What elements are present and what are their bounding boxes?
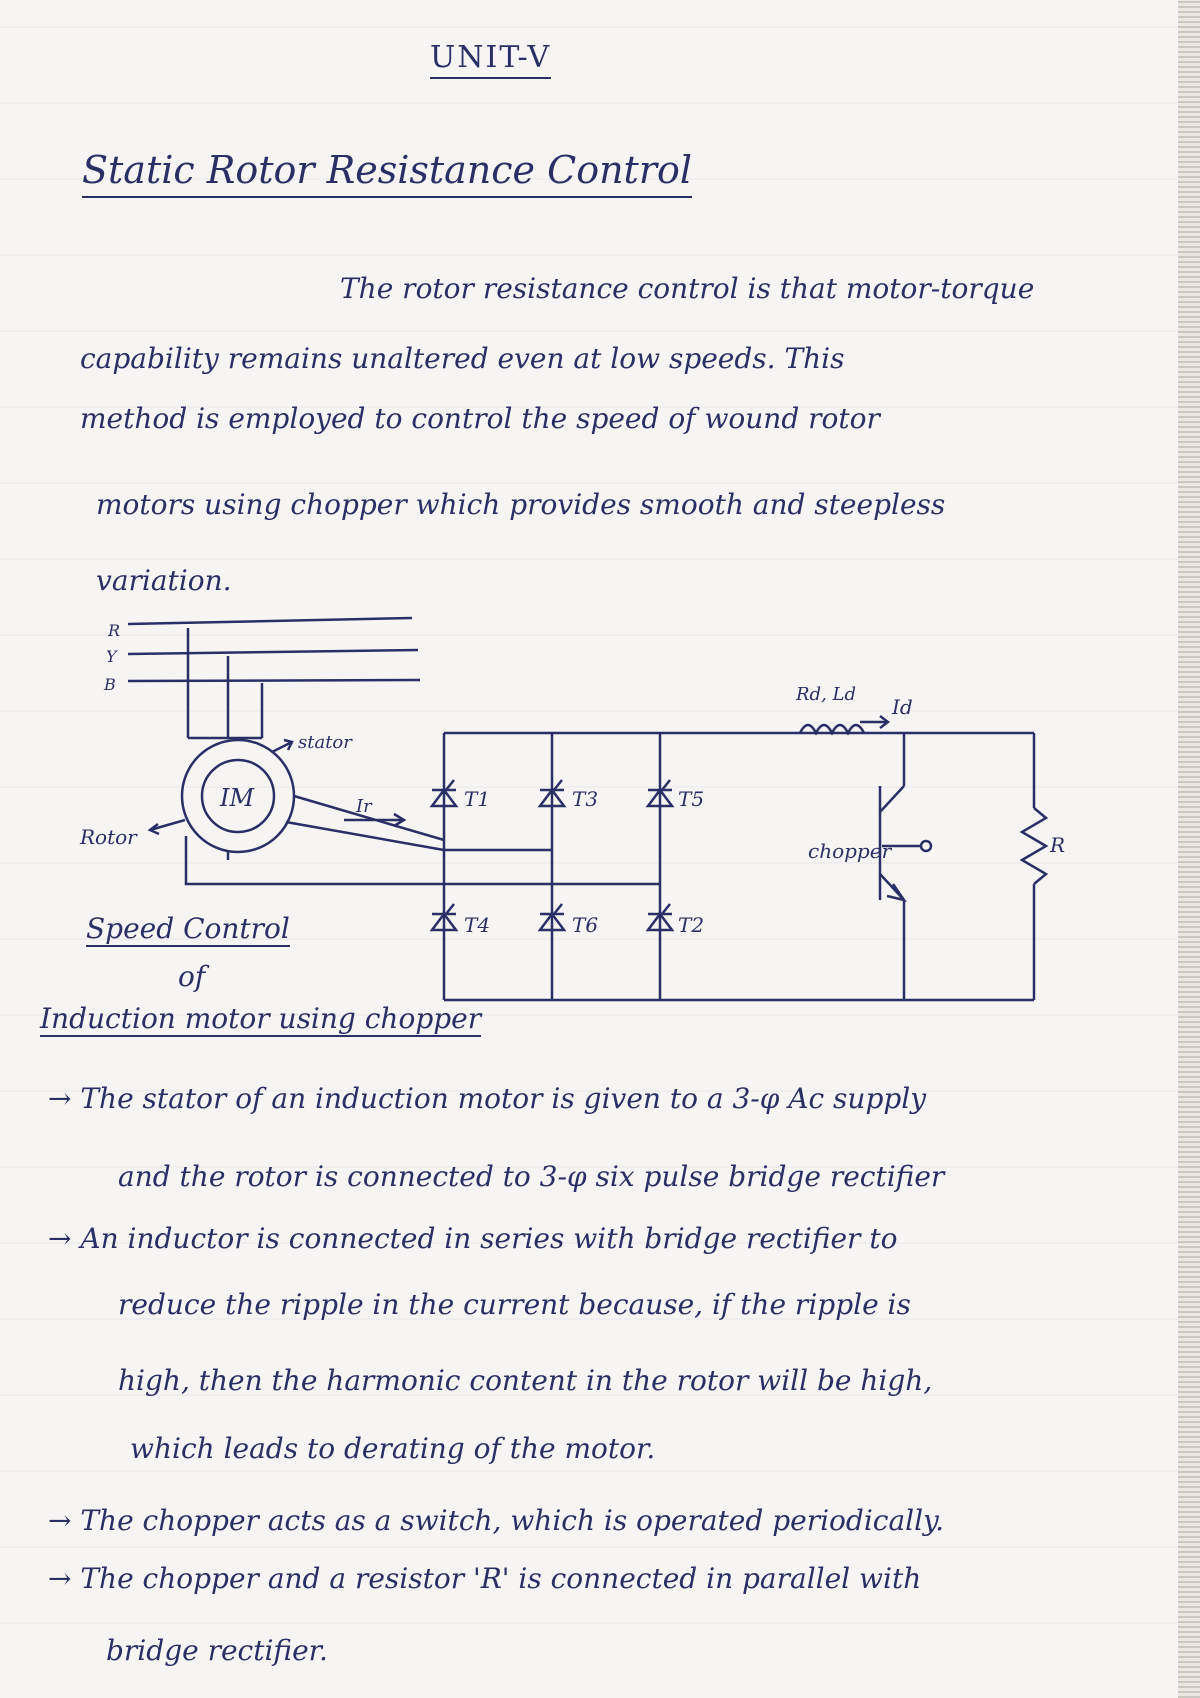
thyristor-label-t4: T4 (464, 913, 490, 937)
circuit-diagram: R Y B stator IM Rotor Ir Rd, Ld Id T1 T3… (79, 616, 1065, 1002)
rotor-current-label: Ir (355, 796, 373, 817)
diagram-caption-line-1: Speed Control (86, 912, 290, 947)
inductor-coil (798, 723, 866, 736)
dc-link-label: Rd, Ld (795, 684, 856, 705)
resistor-label: R (1049, 833, 1065, 857)
point-line-8: → The chopper and a resistor 'R' is conn… (48, 1562, 922, 1595)
point-line-9: bridge rectifier. (106, 1634, 328, 1667)
chopper-label: chopper (808, 839, 893, 863)
dc-current-label: Id (891, 695, 913, 719)
point-line-4: reduce the ripple in the current because… (118, 1288, 911, 1321)
point-line-6: which leads to derating of the motor. (130, 1432, 656, 1465)
motor-rotor-circle (200, 758, 276, 834)
intro-line-5: variation. (96, 564, 232, 597)
intro-line-2: capability remains unaltered even at low… (80, 342, 845, 375)
point-line-5: high, then the harmonic content in the r… (118, 1364, 933, 1397)
thyristor-t3 (537, 779, 567, 808)
thyristor-t4 (429, 903, 459, 932)
intro-line-3: method is employed to control the speed … (80, 402, 880, 435)
diagram-caption-line-2: of (178, 960, 206, 993)
phase-label-r: R (107, 621, 120, 640)
unit-heading: UNIT-V (430, 40, 552, 79)
point-line-1: → The stator of an induction motor is gi… (48, 1082, 927, 1115)
supply-line-r (127, 616, 413, 626)
point-line-3: → An inductor is connected in series wit… (48, 1222, 898, 1255)
point-line-2: and the rotor is connected to 3-φ six pu… (118, 1160, 945, 1193)
stator-label: stator (298, 732, 353, 753)
thyristor-t2 (645, 903, 675, 932)
motor-label: IM (219, 784, 255, 812)
page-edge (1178, 0, 1200, 1698)
diagram-caption-line-3: Induction motor using chopper (40, 1002, 482, 1037)
thyristor-t1 (429, 779, 459, 808)
phase-label-y: Y (106, 647, 118, 666)
thyristor-label-t6: T6 (572, 913, 598, 937)
thyristor-label-t1: T1 (464, 787, 490, 811)
thyristor-t6 (537, 903, 567, 932)
page-title: Static Rotor Resistance Control (82, 148, 693, 198)
supply-line-y (127, 648, 419, 656)
thyristor-label-t2: T2 (678, 913, 704, 937)
thyristor-t5 (645, 779, 675, 808)
rotor-label: Rotor (79, 825, 138, 849)
supply-line-b (127, 678, 421, 683)
intro-line-4: motors using chopper which provides smoo… (96, 488, 946, 521)
resistor-r (1019, 807, 1049, 885)
phase-label-b: B (103, 675, 116, 694)
point-line-7: → The chopper acts as a switch, which is… (48, 1504, 945, 1537)
thyristor-label-t3: T3 (572, 787, 598, 811)
thyristor-label-t5: T5 (678, 787, 704, 811)
intro-line-1: The rotor resistance control is that mot… (340, 272, 1035, 305)
